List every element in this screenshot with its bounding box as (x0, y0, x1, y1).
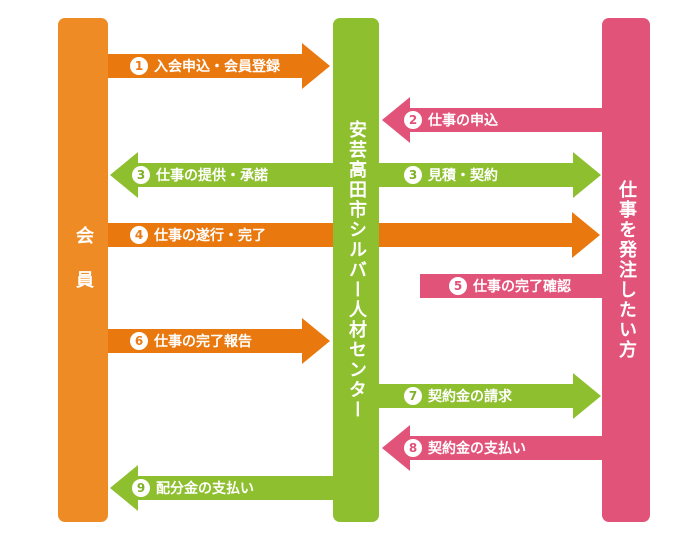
step-1-label: 1 入会申込・会員登録 (130, 55, 280, 77)
step-1-number-badge: 1 (130, 57, 148, 75)
arrow-step-6 (108, 318, 330, 364)
step-2-number-badge: 2 (404, 111, 422, 129)
step-3-right-label: 3 見積・契約 (404, 164, 498, 186)
step-3-right-text: 見積・契約 (428, 168, 498, 184)
center-column-label: 安芸高田市シルバー人材センター (346, 120, 367, 420)
arrow-step-9 (110, 465, 333, 511)
step-9-number-badge: 9 (132, 479, 150, 497)
step-6-number-badge: 6 (130, 332, 148, 350)
step-6-label: 6 仕事の完了報告 (130, 330, 252, 352)
center-column: 安芸高田市シルバー人材センター (333, 18, 379, 522)
step-7-number-badge: 7 (404, 387, 422, 405)
member-column: 会員 (58, 18, 108, 522)
step-1-text: 入会申込・会員登録 (154, 59, 280, 75)
step-2-label: 2 仕事の申込 (404, 109, 498, 131)
step-2-text: 仕事の申込 (428, 113, 498, 129)
arrow-step-8 (382, 425, 602, 471)
arrow-step-3-right (379, 152, 601, 198)
step-9-text: 配分金の支払い (156, 481, 254, 497)
step-3-left-number-badge: 3 (132, 166, 150, 184)
step-7-text: 契約金の請求 (428, 389, 512, 405)
step-7-label: 7 契約金の請求 (404, 385, 512, 407)
step-5-label: 5 仕事の完了確認 (449, 275, 571, 297)
client-column-label: 仕事を発注したい方 (616, 180, 637, 360)
step-5-text: 仕事の完了確認 (473, 279, 571, 295)
arrow-step-2 (382, 97, 602, 143)
step-3-left-text: 仕事の提供・承諾 (156, 168, 268, 184)
step-4-number-badge: 4 (130, 226, 148, 244)
step-8-number-badge: 8 (404, 439, 422, 457)
step-8-label: 8 契約金の支払い (404, 437, 526, 459)
step-3-left-label: 3 仕事の提供・承諾 (132, 164, 268, 186)
step-9-label: 9 配分金の支払い (132, 477, 254, 499)
arrow-step-7 (379, 373, 601, 419)
step-5-number-badge: 5 (449, 277, 467, 295)
step-3-right-number-badge: 3 (404, 166, 422, 184)
step-4-label: 4 仕事の遂行・完了 (130, 224, 266, 246)
step-4-text: 仕事の遂行・完了 (154, 228, 266, 244)
step-6-text: 仕事の完了報告 (154, 334, 252, 350)
arrow-step-3-left (110, 152, 333, 198)
step-8-text: 契約金の支払い (428, 441, 526, 457)
arrow-step-1 (108, 43, 330, 89)
client-column: 仕事を発注したい方 (602, 18, 650, 522)
member-column-label: 会員 (73, 226, 94, 314)
